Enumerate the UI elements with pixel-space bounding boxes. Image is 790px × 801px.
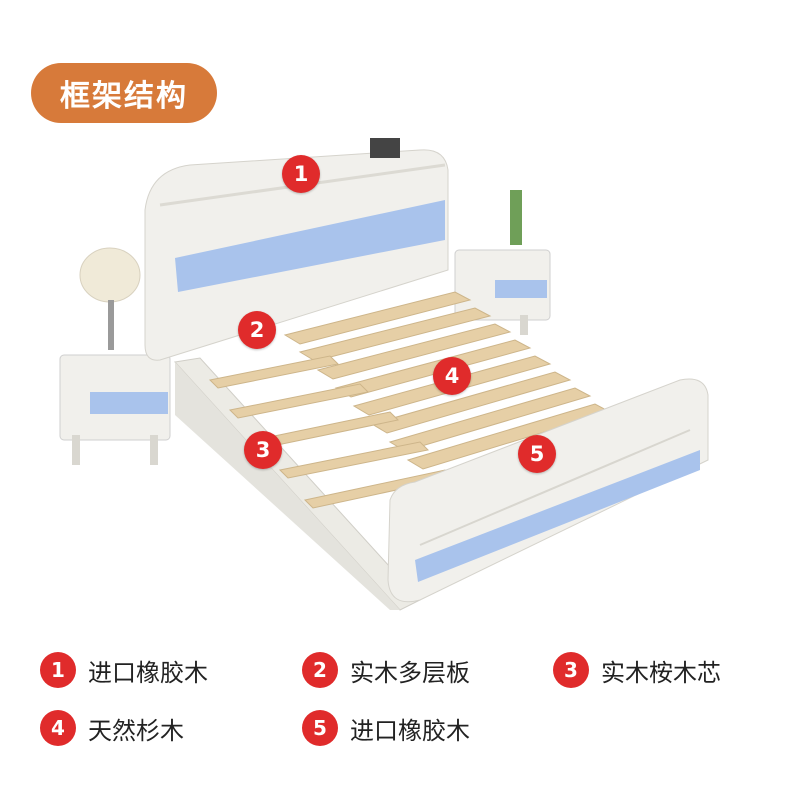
legend-item-4: 4 天然杉木 [40, 710, 184, 746]
materials-legend: 1 进口橡胶木 2 实木多层板 3 实木桉木芯 4 天然杉木 5 进口橡胶木 [0, 640, 790, 770]
bed-frame-drawing [59, 138, 709, 611]
legend-item-2: 2 实木多层板 [302, 652, 470, 688]
right-nightstand [454, 190, 551, 335]
legend-number: 2 [302, 652, 338, 688]
legend-item-5: 5 进口橡胶木 [302, 710, 470, 746]
legend-label: 天然杉木 [88, 716, 184, 745]
marker-5: 5 [518, 435, 556, 473]
legend-number: 3 [553, 652, 589, 688]
legend-item-3: 3 实木桉木芯 [553, 652, 721, 688]
legend-label: 进口橡胶木 [88, 658, 208, 687]
bed-frame-illustration: 1 2 3 4 5 [0, 130, 790, 620]
headboard [144, 138, 449, 361]
legend-number: 4 [40, 710, 76, 746]
footboard [387, 378, 709, 603]
legend-label: 实木多层板 [350, 658, 470, 687]
legend-item-1: 1 进口橡胶木 [40, 652, 208, 688]
left-nightstand [59, 247, 171, 465]
legend-number: 1 [40, 652, 76, 688]
section-title: 框架结构 [31, 63, 217, 123]
marker-4: 4 [433, 357, 471, 395]
marker-1: 1 [282, 155, 320, 193]
legend-label: 实木桉木芯 [601, 658, 721, 687]
legend-number: 5 [302, 710, 338, 746]
marker-3: 3 [244, 431, 282, 469]
legend-label: 进口橡胶木 [350, 716, 470, 745]
marker-2: 2 [238, 311, 276, 349]
